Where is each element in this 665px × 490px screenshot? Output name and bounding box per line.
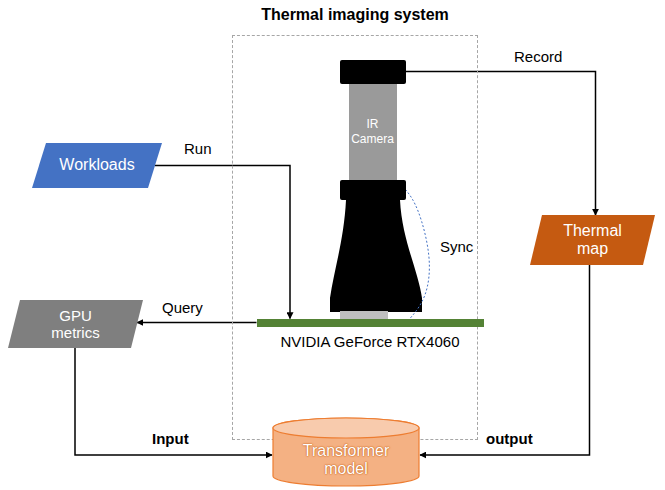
gpu-metrics-data: GPU metrics xyxy=(8,300,143,348)
gpu-board: NVIDIA GeForce RTX4060 xyxy=(257,319,484,350)
gpu-name: NVIDIA GeForce RTX4060 xyxy=(257,333,484,350)
data-label: GPU metrics xyxy=(38,307,113,342)
ir-camera: IR Camera xyxy=(340,60,406,200)
edge-label: Run xyxy=(182,140,214,158)
camera-top-cap xyxy=(340,60,406,84)
transformer-model: Transformer model xyxy=(272,418,420,486)
pcb-bar xyxy=(257,319,484,327)
camera-label: IR Camera xyxy=(350,117,396,147)
flow-arrow xyxy=(420,265,590,455)
edge-label: Input xyxy=(150,430,191,448)
edge-label: output xyxy=(484,430,535,448)
data-label: Thermal map xyxy=(553,222,633,259)
gpu-chip xyxy=(340,311,388,319)
cylinder-top xyxy=(273,418,419,438)
flow-arrow xyxy=(406,72,596,216)
parallelogram xyxy=(32,143,162,188)
camera-bottom-ring xyxy=(340,180,406,200)
flow-arrow xyxy=(137,322,257,324)
thermal-map-output: Thermal map xyxy=(530,215,655,265)
parallelogram xyxy=(530,215,655,265)
camera-body xyxy=(349,84,397,180)
edge-label: Query xyxy=(160,299,205,317)
camera-lens xyxy=(330,200,422,312)
flow-arrow xyxy=(155,166,290,319)
model-label: Transformer model xyxy=(291,442,401,479)
data-label: Workloads xyxy=(59,156,134,174)
parallelogram xyxy=(8,300,143,348)
cylinder-body xyxy=(273,418,419,486)
edge-label: Sync xyxy=(438,238,475,256)
flow-arrow xyxy=(75,348,272,455)
workload-input: Workloads xyxy=(32,143,162,188)
edge-label: Record xyxy=(512,48,564,66)
system-title: Thermal imaging system xyxy=(233,6,477,24)
sync-link xyxy=(406,190,430,319)
